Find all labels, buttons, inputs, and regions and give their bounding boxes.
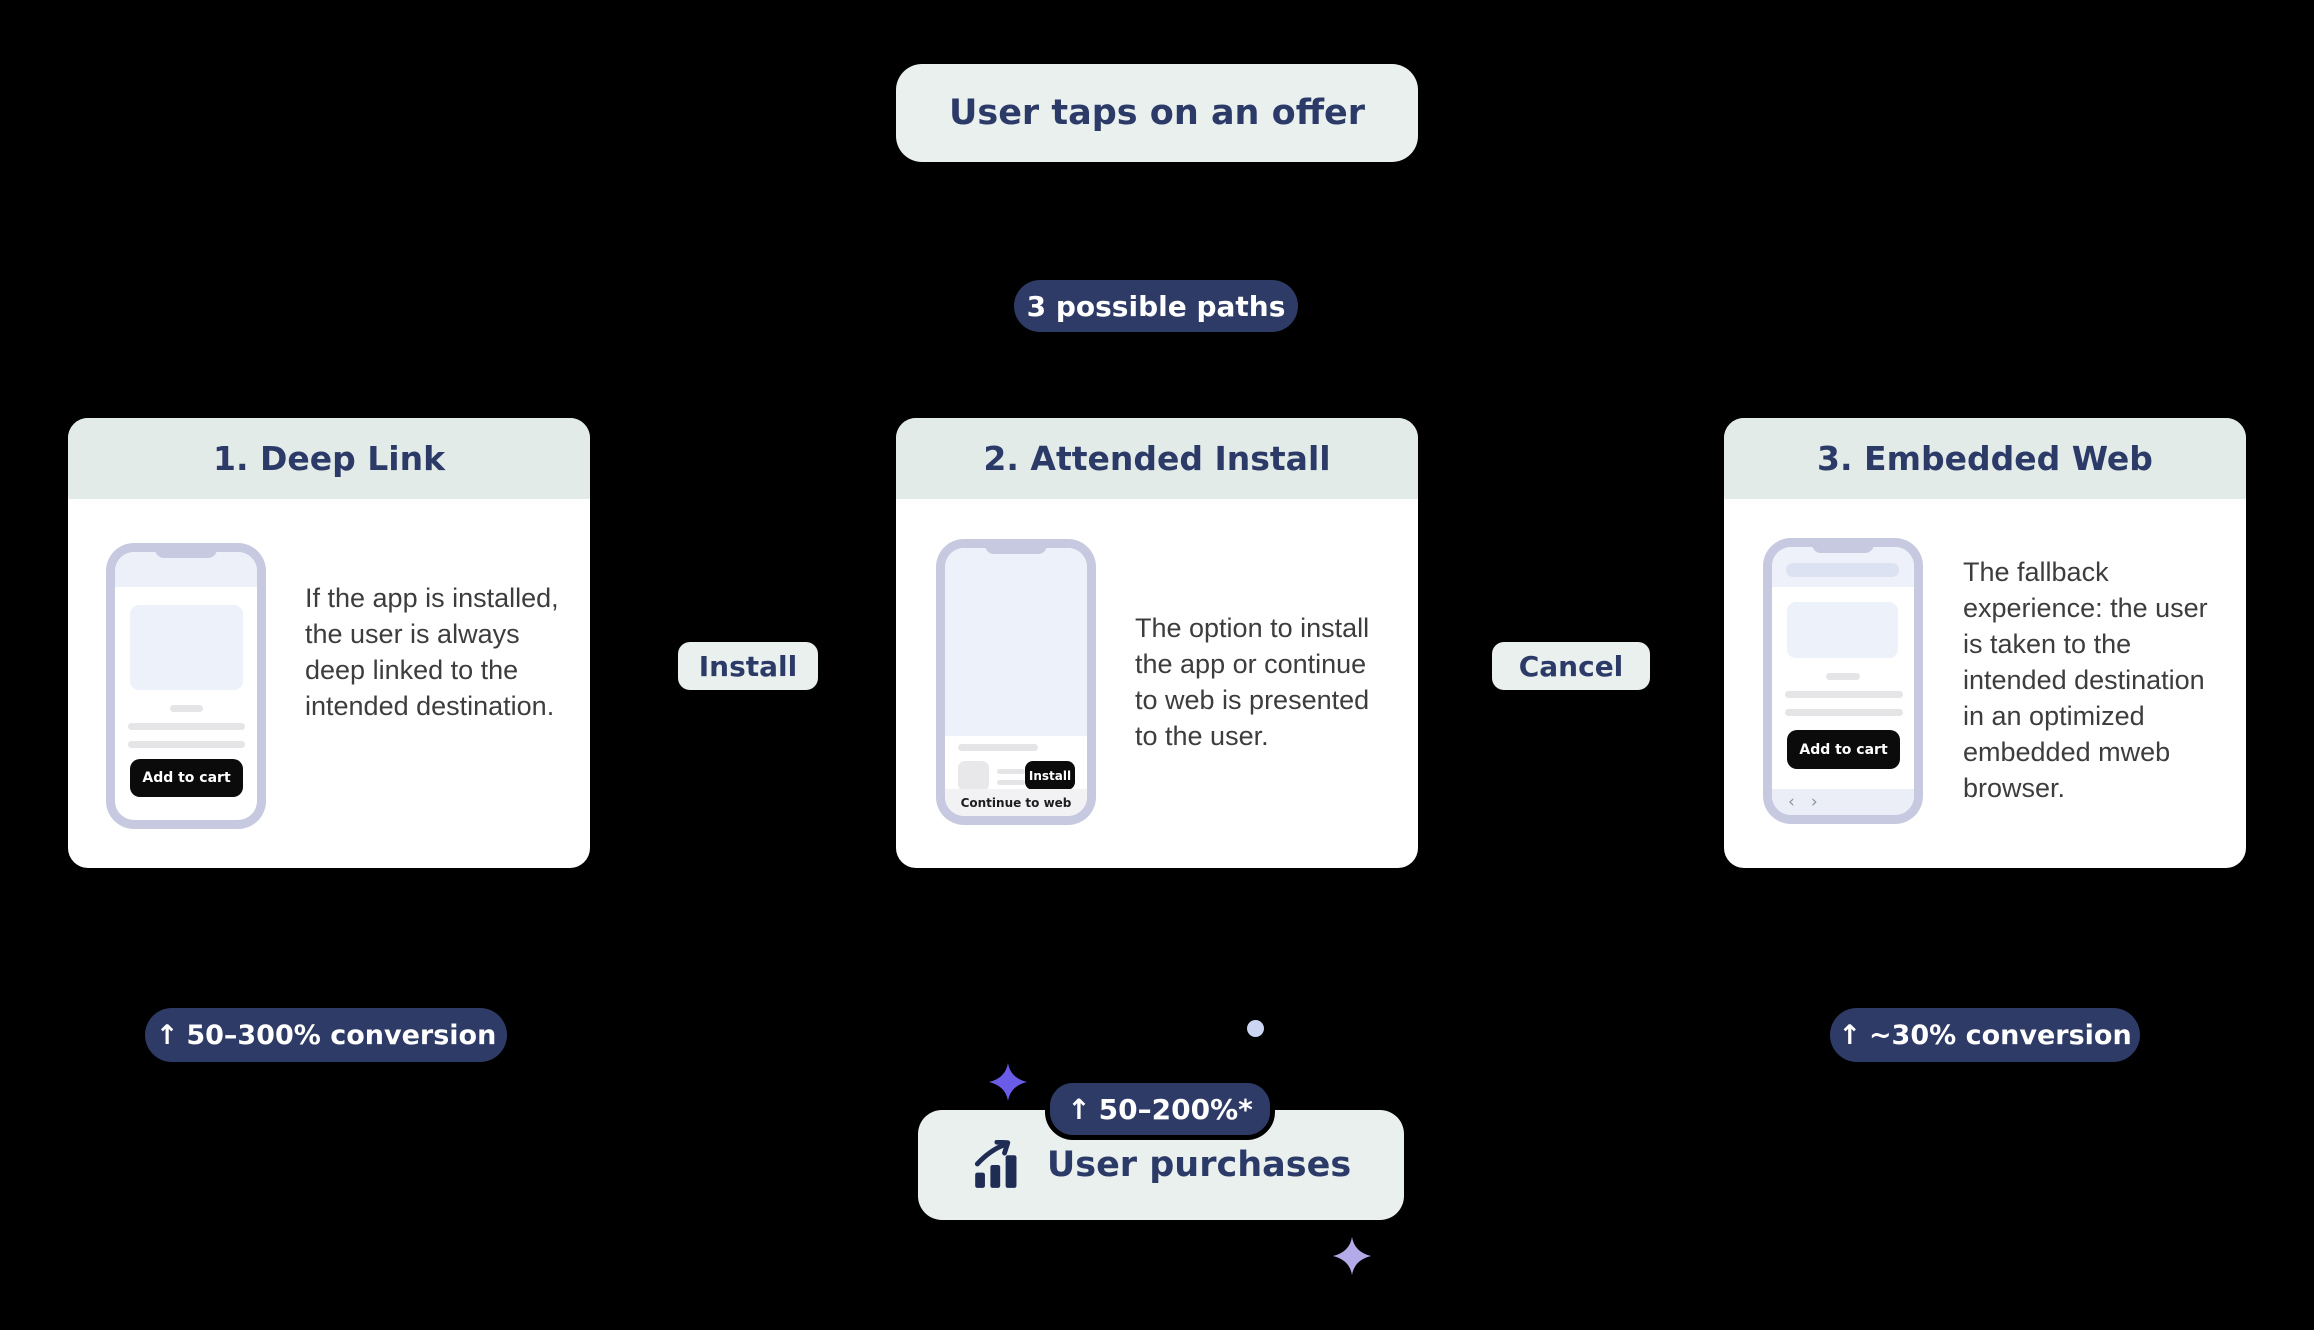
text-placeholder-line xyxy=(1785,691,1903,698)
text-placeholder-line xyxy=(997,780,1025,785)
conversion-badge-attended-install: ↑ 50–200%* xyxy=(1045,1078,1275,1140)
text-placeholder-line xyxy=(1785,709,1903,716)
card-embedded-web-description: The fallback experience: the user is tak… xyxy=(1963,557,2208,803)
continue-to-web-label: Continue to web xyxy=(960,795,1072,810)
four-point-sparkle-icon xyxy=(1333,1237,1371,1275)
image-placeholder xyxy=(130,605,243,690)
decor-dot xyxy=(1247,1020,1264,1037)
conversion-badge-embedded-web: ↑ ~30% conversion xyxy=(1830,1008,2140,1062)
card-embedded-web-header: 3. Embedded Web xyxy=(1724,418,2246,499)
four-point-sparkle-icon xyxy=(989,1063,1027,1101)
card-attended-install-description: The option to install the app or continu… xyxy=(1135,613,1370,751)
card-deep-link-description: If the app is installed, the user is alw… xyxy=(305,583,559,721)
card-embedded-web: 3. Embedded Web Add to cart ‹ › The fall xyxy=(1724,418,2246,868)
install-button: Install xyxy=(1025,761,1075,790)
add-to-cart-button: Add to cart xyxy=(130,759,243,797)
paths-badge-label: 3 possible paths xyxy=(1026,289,1286,323)
image-placeholder xyxy=(1787,602,1898,658)
phone-mockup-deep-link: Add to cart xyxy=(106,543,266,829)
outcome-label: User purchases xyxy=(1046,1145,1352,1185)
card-embedded-web-title: 3. Embedded Web xyxy=(1817,439,2153,478)
install-button-label: Install xyxy=(1028,768,1072,783)
bar-chart-rising-icon xyxy=(974,1140,1017,1188)
phone-screen: Add to cart ‹ › xyxy=(1772,547,1914,815)
phone-mockup-attended-install: Install Continue to web xyxy=(936,539,1096,825)
conversion-badge-deep-link: ↑ 50–300% conversion xyxy=(145,1008,507,1062)
connector-cancel-label: Cancel xyxy=(1492,642,1650,690)
forward-chevron-icon: › xyxy=(1810,791,1818,812)
card-deep-link-header: 1. Deep Link xyxy=(68,418,590,499)
add-to-cart-button: Add to cart xyxy=(1787,730,1900,769)
card-deep-link: 1. Deep Link Add to cart If the app is i… xyxy=(68,418,590,868)
card-attended-install-header: 2. Attended Install xyxy=(896,418,1418,499)
add-to-cart-label: Add to cart xyxy=(1799,741,1888,758)
phone-screen: Install Continue to web xyxy=(945,548,1087,816)
text-placeholder-line xyxy=(958,744,1038,751)
app-icon-placeholder xyxy=(958,761,989,791)
text-placeholder-line xyxy=(997,769,1025,774)
connector-cancel-text: Cancel xyxy=(1518,649,1624,683)
start-node-label: User taps on an offer xyxy=(948,93,1366,133)
phone-screen: Add to cart xyxy=(115,552,257,820)
conversion-badge-attended-install-label: 50–200%* xyxy=(1098,1092,1253,1126)
card-attended-install: 2. Attended Install Install Continue to … xyxy=(896,418,1418,868)
start-node: User taps on an offer xyxy=(896,64,1418,162)
text-placeholder-line xyxy=(170,705,203,712)
outcome-node: User purchases xyxy=(918,1110,1404,1220)
paths-badge: 3 possible paths xyxy=(1014,280,1298,332)
up-arrow-icon: ↑ xyxy=(1838,1019,1861,1051)
back-chevron-icon: ‹ xyxy=(1788,791,1795,812)
add-to-cart-label: Add to cart xyxy=(142,770,231,786)
card-attended-install-title: 2. Attended Install xyxy=(983,439,1331,478)
text-placeholder-line xyxy=(128,723,245,730)
text-placeholder-line xyxy=(1826,673,1860,680)
phone-notch xyxy=(155,543,217,558)
browser-nav-bar: ‹ › xyxy=(1772,789,1914,815)
text-placeholder-line xyxy=(128,741,245,748)
phone-mockup-embedded-web: Add to cart ‹ › xyxy=(1763,538,1923,824)
up-arrow-icon: ↑ xyxy=(1067,1092,1091,1126)
connector-install-label: Install xyxy=(678,642,818,690)
phone-notch xyxy=(1812,538,1874,553)
up-arrow-icon: ↑ xyxy=(155,1019,179,1051)
conversion-badge-embedded-web-label: ~30% conversion xyxy=(1868,1019,2132,1051)
conversion-badge-deep-link-label: 50–300% conversion xyxy=(186,1019,497,1051)
url-bar-placeholder xyxy=(1786,563,1899,577)
dimmed-content-area xyxy=(945,548,1087,736)
connector-install-text: Install xyxy=(698,649,798,683)
card-deep-link-title: 1. Deep Link xyxy=(212,439,446,478)
phone-notch xyxy=(985,539,1047,554)
continue-to-web-button: Continue to web xyxy=(945,789,1087,816)
